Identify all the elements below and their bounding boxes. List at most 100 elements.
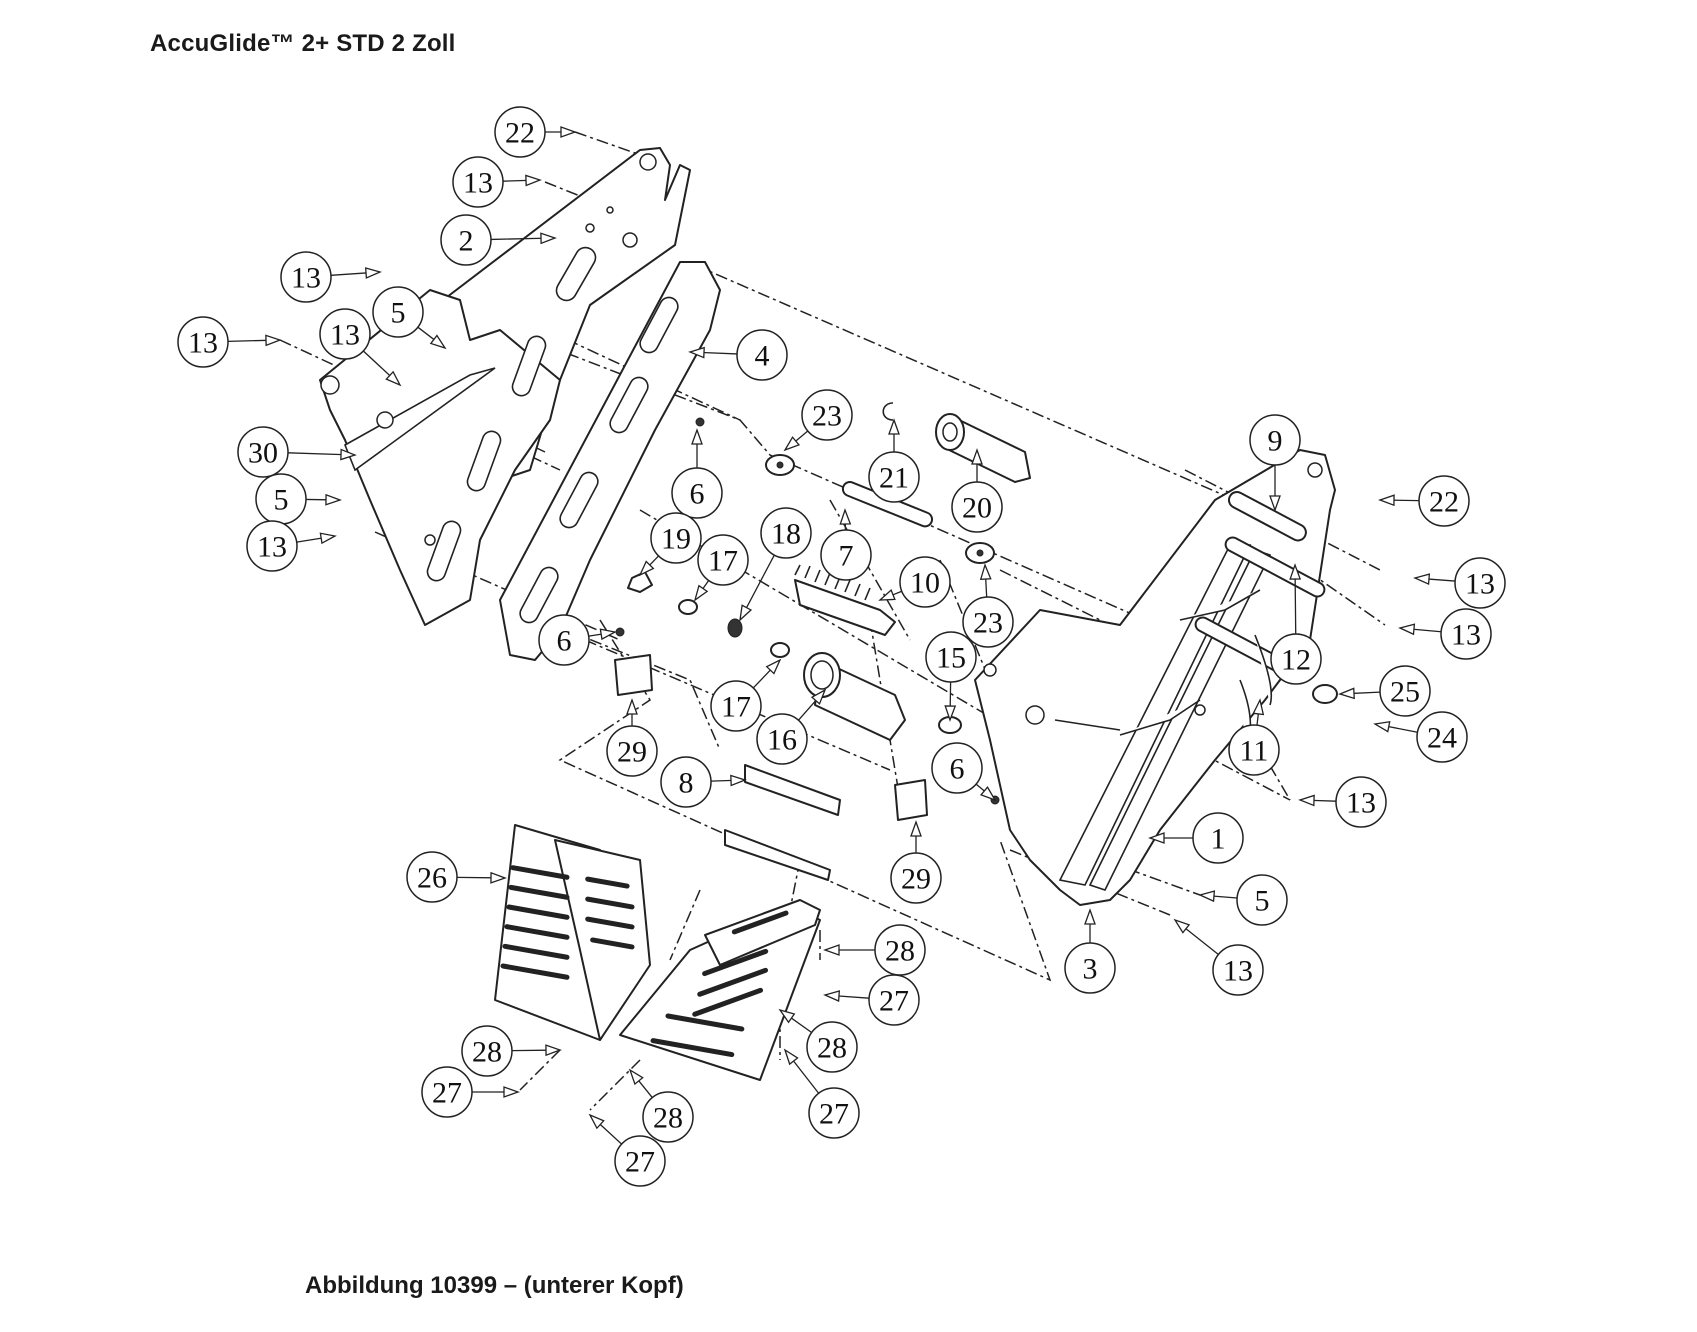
callout-8: 8: [660, 756, 747, 808]
callout-arrowhead: [1252, 698, 1265, 716]
callout-arrowhead: [1398, 623, 1416, 636]
callout-arrowhead: [693, 584, 709, 602]
callout-arrowhead: [778, 1008, 796, 1024]
callout-label: 17: [708, 545, 738, 578]
callout-arrowhead: [628, 1068, 644, 1086]
callout-28: 28: [628, 1068, 694, 1143]
callout-arrowhead: [319, 532, 337, 545]
callout-circle: [1416, 711, 1468, 763]
callout-circle: [1454, 557, 1506, 609]
callout-label: 28: [653, 1102, 683, 1135]
callout-circle: [1212, 944, 1264, 996]
callout-circle: [806, 1021, 858, 1073]
callout-label: 2: [459, 225, 474, 258]
callout-arrowhead: [691, 428, 703, 445]
callout-circle: [890, 852, 942, 904]
callout-circle: [440, 214, 492, 266]
callout-arrowhead: [265, 334, 282, 347]
callout-arrowhead: [340, 448, 357, 461]
callout-19: 19: [638, 512, 702, 577]
callout-arrowhead: [979, 563, 992, 580]
clip-21: [882, 402, 894, 421]
callout-circle: [808, 1087, 860, 1139]
callout-label: 13: [1451, 619, 1481, 652]
callout-circle: [538, 614, 590, 666]
callout-circle: [931, 742, 983, 794]
figure-caption: Abbildung 10399 – (unterer Kopf): [305, 1272, 684, 1299]
callout-circle: [710, 680, 762, 732]
callout-label: 24: [1427, 722, 1457, 755]
callout-arrowhead: [888, 418, 900, 435]
callout-circle: [1379, 665, 1431, 717]
callout-circle: [237, 426, 289, 478]
callout-arrowhead: [783, 1048, 799, 1066]
callout-circle: [280, 251, 332, 303]
callout-arrowhead: [783, 436, 801, 452]
part-29-blocks: [614, 654, 928, 821]
callout-circle: [899, 556, 951, 608]
callout-label: 9: [1268, 425, 1283, 458]
callout-leader: [984, 576, 988, 598]
callout-arrowhead: [364, 267, 382, 279]
part-26-guard: [494, 824, 821, 1081]
callout-label: 6: [557, 625, 572, 658]
callout-22: 22: [1378, 475, 1470, 527]
callout-circle: [461, 1025, 513, 1077]
callout-circle: [951, 481, 1003, 533]
callout-circle: [1064, 942, 1116, 994]
callout-arrowhead: [540, 232, 557, 245]
callout-arrowhead: [1338, 687, 1355, 700]
callout-label: 28: [817, 1032, 847, 1065]
callout-27: 27: [823, 974, 920, 1026]
callout-circle: [760, 507, 812, 559]
callout-circle: [406, 851, 458, 903]
callout-label: 13: [257, 531, 287, 564]
callout-leader: [836, 995, 870, 999]
callout-label: 28: [472, 1036, 502, 1069]
callout-28: 28: [778, 1008, 858, 1073]
callout-label: 3: [1083, 953, 1098, 986]
part-12-rods: [1194, 536, 1326, 678]
callout-22: 22: [494, 106, 577, 158]
callout-arrowhead: [739, 604, 753, 622]
callout-arrowhead: [545, 1044, 562, 1057]
callout-29: 29: [890, 820, 942, 904]
callout-label: 8: [679, 767, 694, 800]
callout-6: 6: [671, 428, 723, 519]
callout-arrowhead: [638, 560, 655, 577]
callout-circle: [177, 316, 229, 368]
callout-leader: [745, 554, 775, 610]
callout-leader: [296, 537, 324, 543]
callout-arrowhead: [1298, 794, 1315, 807]
callout-label: 10: [910, 567, 940, 600]
callout-27: 27: [421, 1066, 520, 1118]
callout-24: 24: [1373, 711, 1468, 763]
callout-23: 23: [783, 389, 853, 452]
callout-circle: [868, 974, 920, 1026]
callout-circle: [1249, 414, 1301, 466]
callout-label: 27: [879, 985, 909, 1018]
callout-circle: [372, 286, 424, 338]
callout-10: 10: [878, 556, 951, 608]
callout-leader: [701, 351, 738, 355]
callout-label: 21: [879, 462, 909, 495]
callout-label: 29: [901, 863, 931, 896]
callout-circle: [736, 329, 788, 381]
callout-label: 20: [962, 492, 992, 525]
callout-arrowhead: [979, 786, 997, 802]
callout-16: 16: [756, 688, 827, 765]
callout-30: 30: [237, 426, 357, 478]
callout-arrowhead: [765, 658, 782, 675]
callout-leader: [330, 272, 369, 276]
callout-leader: [789, 1016, 813, 1034]
callout-arrowhead: [730, 774, 747, 787]
callout-13: 13: [319, 308, 402, 387]
callout-label: 19: [661, 523, 691, 556]
callout-2: 2: [440, 214, 557, 266]
callout-label: 27: [625, 1146, 655, 1179]
callout-arrowhead: [839, 508, 852, 525]
callout-label: 1: [1211, 823, 1226, 856]
callout-arrowhead: [1269, 495, 1281, 512]
